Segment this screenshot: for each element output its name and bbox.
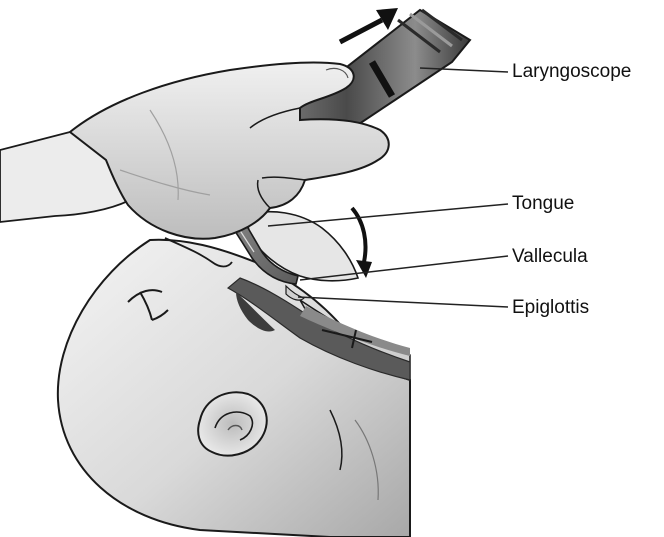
label-epiglottis: Epiglottis [512,298,589,317]
leader-line-epiglottis [298,297,508,307]
leader-line-tongue [268,204,508,226]
gloved-hand [0,62,389,238]
label-vallecula: Vallecula [512,247,588,266]
label-tongue: Tongue [512,194,574,213]
label-laryngoscope: Laryngoscope [512,62,631,81]
